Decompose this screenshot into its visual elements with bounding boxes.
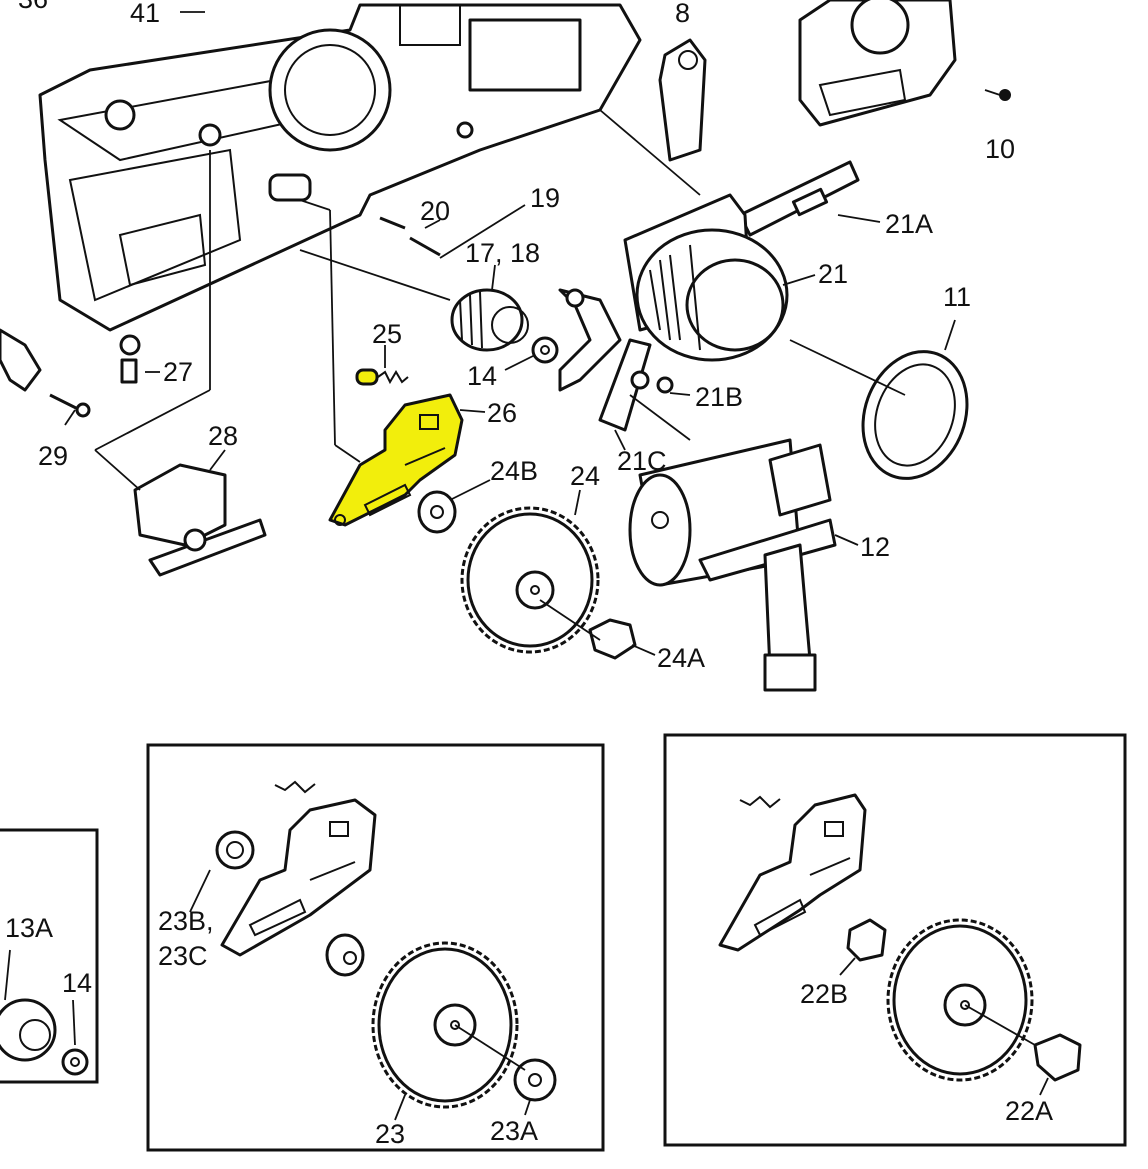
inset-box-22 — [663, 733, 1127, 1147]
inset-box-left-partial — [0, 828, 99, 1084]
label-24: 24 — [570, 461, 600, 491]
label-14-inset: 14 — [62, 968, 92, 998]
label-23b: 23B, — [158, 906, 214, 936]
part-25-spring — [355, 368, 409, 386]
label-23a: 23A — [490, 1116, 538, 1146]
label-26: 26 — [487, 398, 517, 428]
part-24-gear — [460, 506, 600, 654]
pins-19-20 — [379, 216, 441, 257]
label-21c: 21C — [617, 446, 667, 476]
label-22b: 22B — [800, 979, 848, 1009]
chassis-frame — [38, 3, 642, 384]
top-right-housing — [798, 0, 1011, 127]
label-19: 19 — [530, 183, 560, 213]
inset-box-23 — [146, 743, 605, 1152]
left-side-parts — [0, 328, 91, 418]
label-21b: 21B — [695, 382, 743, 412]
label-29: 29 — [38, 441, 68, 471]
label-25: 25 — [372, 319, 402, 349]
label-14: 14 — [467, 361, 497, 391]
label-27: 27 — [163, 357, 193, 387]
label-36: 36 — [18, 0, 48, 14]
label-21: 21 — [818, 259, 848, 289]
label-17-18: 17, 18 — [465, 238, 540, 268]
label-12: 12 — [860, 532, 890, 562]
label-8: 8 — [675, 0, 690, 28]
label-23c: 23C — [158, 941, 208, 971]
label-24b: 24B — [490, 456, 538, 486]
part-24a-cap — [588, 618, 637, 660]
part-12-motor — [628, 438, 837, 692]
label-13a: 13A — [5, 913, 53, 943]
leader-lines — [64, 11, 906, 656]
part-24b-washer — [417, 490, 457, 534]
part-21a-slide-bar — [738, 160, 881, 237]
part-11-ring — [861, 319, 969, 480]
label-21a: 21A — [885, 209, 933, 239]
label-22a: 22A — [1005, 1096, 1053, 1126]
part-14-clip — [531, 336, 559, 364]
label-41: 41 — [130, 0, 160, 28]
label-11: 11 — [943, 282, 971, 312]
label-28: 28 — [208, 421, 238, 451]
label-10: 10 — [985, 134, 1015, 164]
part-number-labels: 36 41 8 10 20 19 21A 21 11 17, 18 25 26 … — [5, 0, 1053, 1149]
part-8-bracket — [658, 38, 707, 162]
part-26-highlighted-plate — [328, 393, 464, 527]
part-21-knurled-wheel — [623, 193, 816, 362]
label-24a: 24A — [657, 643, 705, 673]
label-23: 23 — [375, 1119, 405, 1149]
linkage-21b-21c — [558, 288, 674, 432]
label-20: 20 — [420, 196, 450, 226]
part-28-solenoid — [133, 463, 267, 577]
part-17-18-gear — [450, 288, 529, 352]
